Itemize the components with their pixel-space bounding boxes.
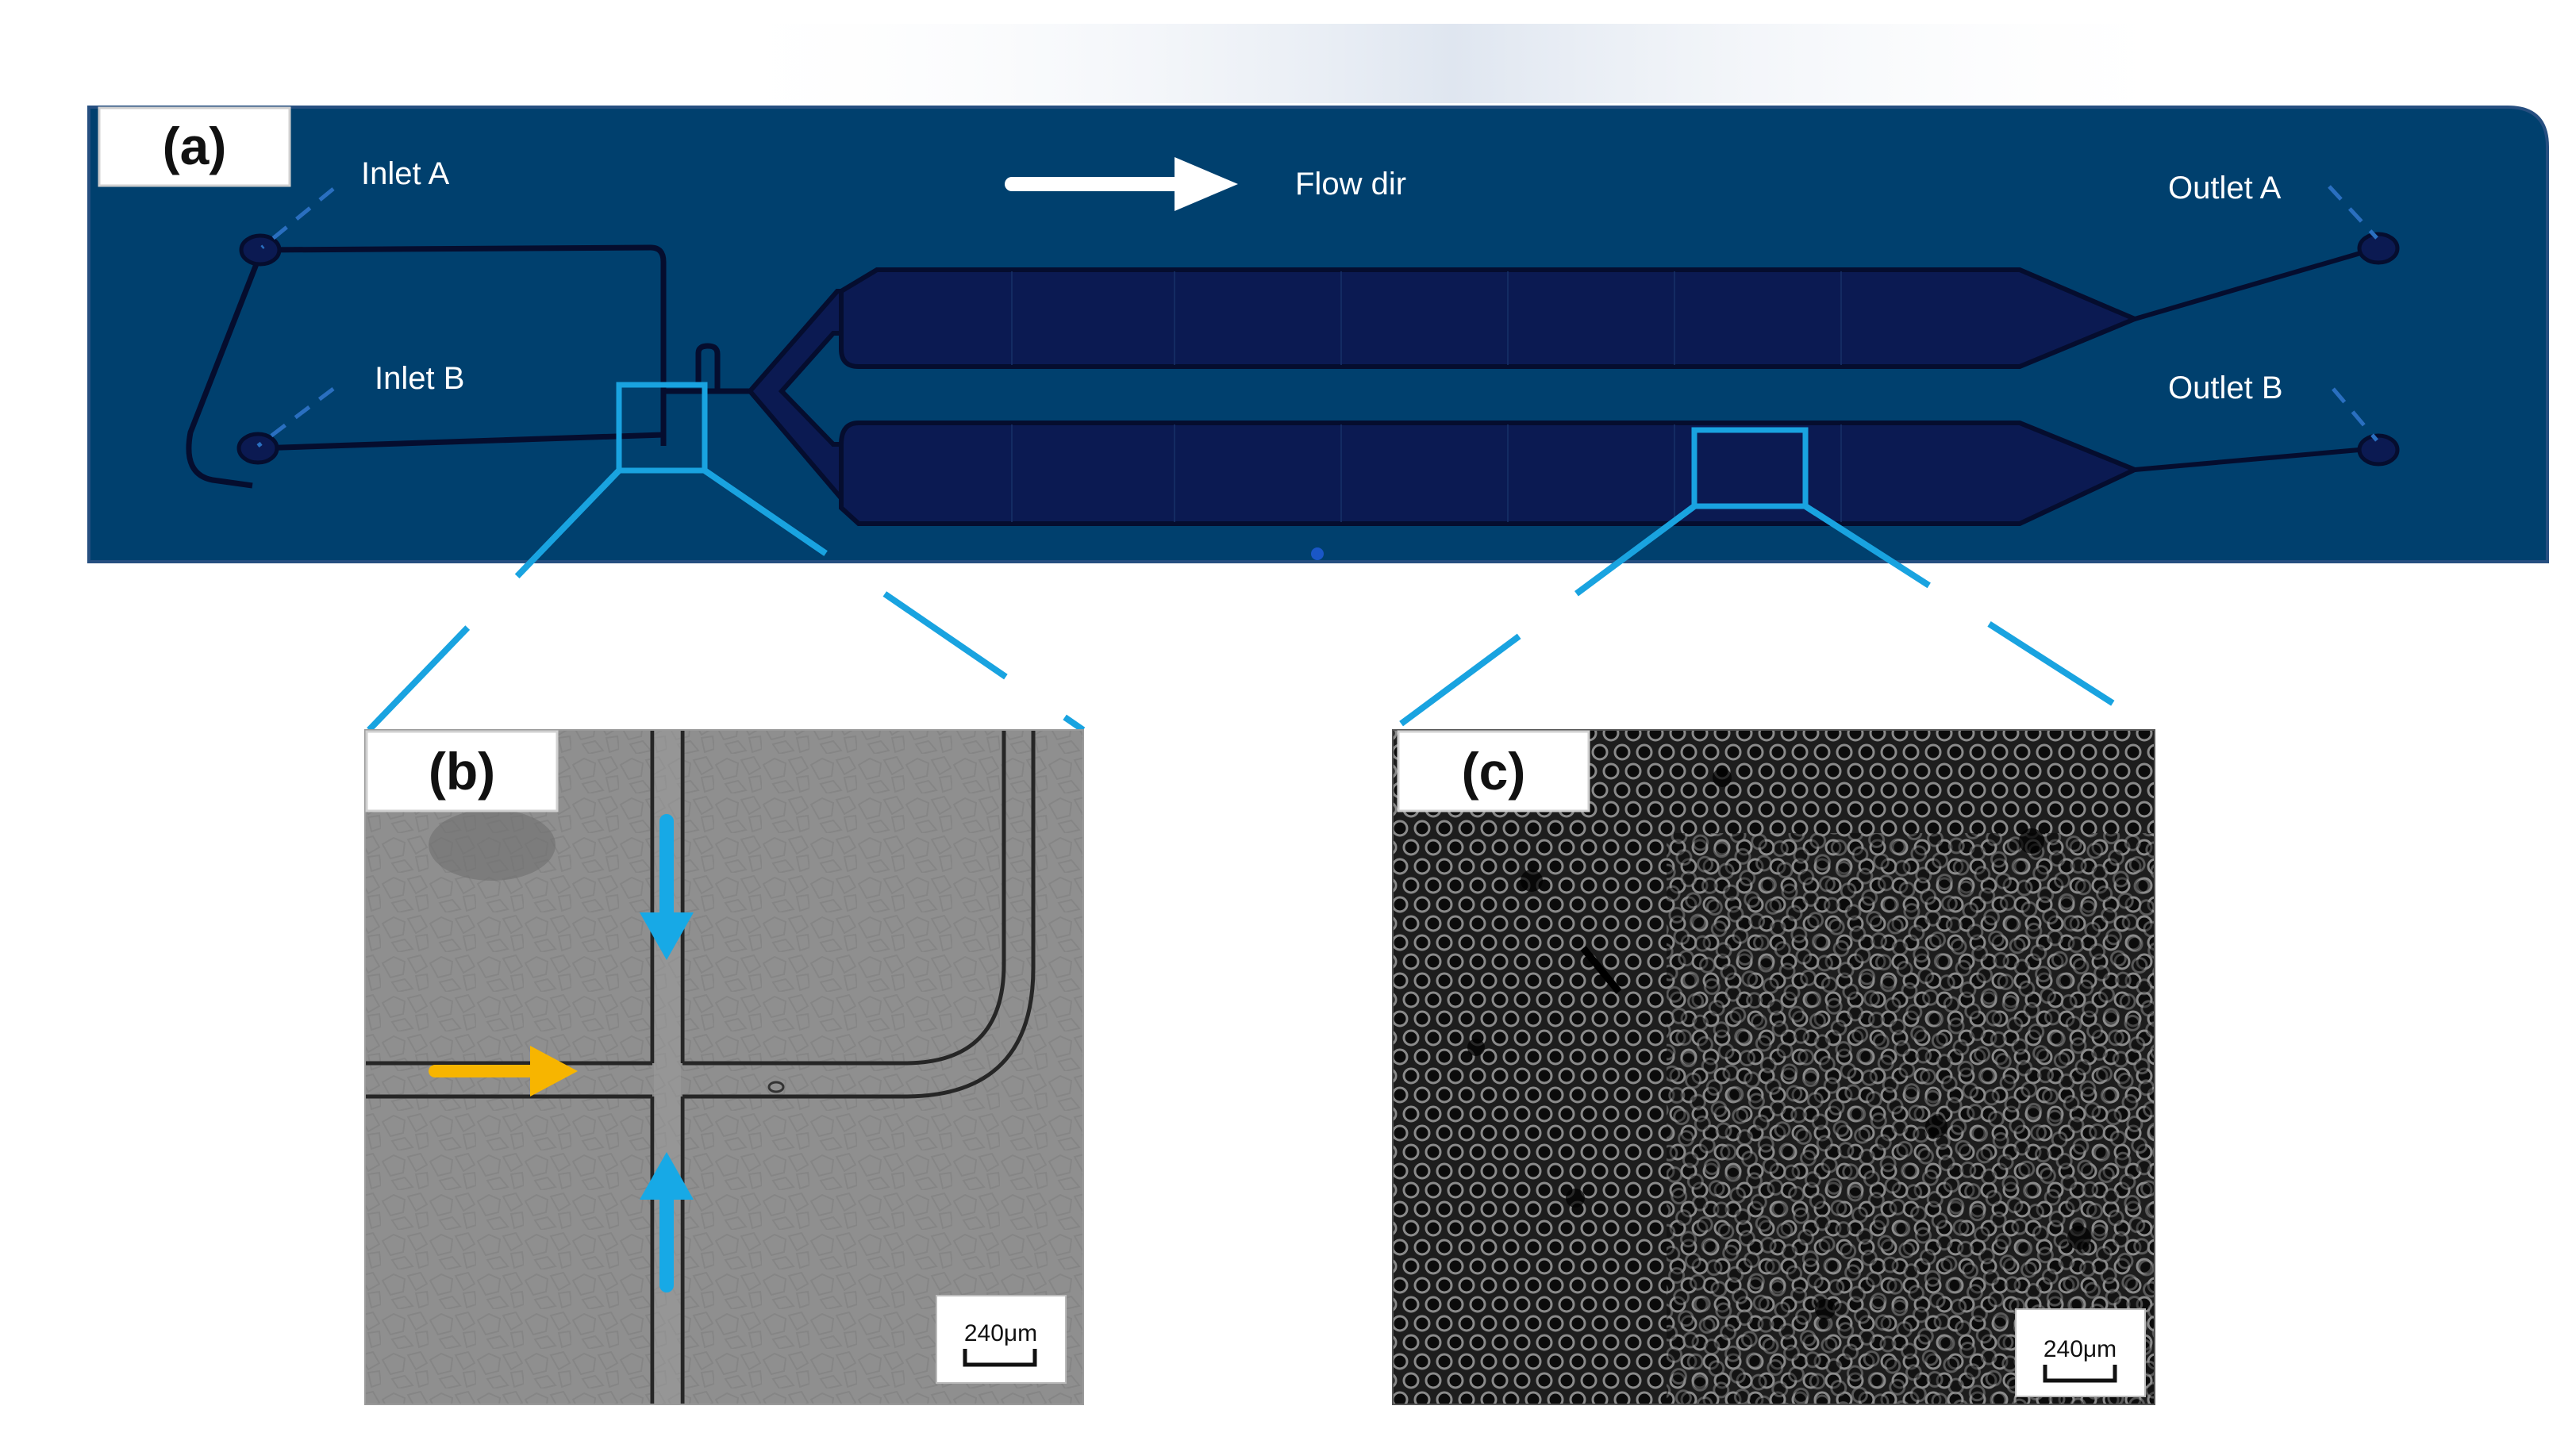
panel-b-tag-box [365, 730, 559, 812]
panel-c-frame [1392, 729, 2155, 1405]
panel-c-dark-spots [1467, 768, 2091, 1319]
panel-b-channel-walls [365, 730, 1036, 1404]
panel-c: (c) 240μm [1392, 729, 2155, 1405]
panel-c-tag: (c) [1462, 742, 1526, 801]
outlet-a-label: Outlet A [2168, 171, 2282, 205]
blue-arrow-down-icon [640, 814, 694, 960]
panel-c-streak [1580, 946, 1622, 994]
panel-b-scale-label: 240μm [964, 1320, 1037, 1346]
lower-chamber [839, 421, 2141, 526]
panel-b-tag: (b) [429, 742, 495, 801]
zoom-box-chamber [1691, 427, 1809, 509]
panel-b-scale-bar [963, 1349, 1037, 1367]
top-glow [698, 24, 2206, 103]
upper-chamber [839, 267, 2141, 369]
panel-b-frame [364, 729, 1084, 1405]
panel-a-tag: (a) [163, 117, 227, 175]
panel-c-scale-label: 240μm [2043, 1336, 2117, 1362]
flow-arrow-icon [1005, 157, 1238, 211]
orange-arrow-icon [429, 1046, 578, 1097]
zoom-connectors [367, 467, 2157, 733]
chip-dot [1311, 547, 1324, 560]
panel-c-scale-bar [2043, 1365, 2117, 1383]
panel-c-tag-box [1397, 730, 1590, 812]
chamber-segment-lines [1011, 271, 1842, 522]
panel-a-tag-box [98, 106, 291, 187]
panel-b-scale-box [936, 1295, 1067, 1384]
outlet-channels [2134, 246, 2378, 472]
panel-b: (b) 240μm [364, 729, 1084, 1405]
blue-arrow-up-icon [640, 1152, 694, 1292]
inlet-channels [186, 244, 721, 489]
panel-a: (a) Inlet A Inlet B Flow dir Outlet A Ou… [87, 106, 2549, 563]
inlet-b-label: Inlet B [375, 361, 464, 396]
zoom-box-junction [616, 382, 708, 474]
panel-b-smudge [429, 809, 556, 881]
ports [236, 232, 2400, 467]
panel-b-droplet [767, 1081, 785, 1093]
port-leader-lines [256, 185, 2378, 447]
outlet-b-port [2357, 433, 2400, 467]
outlet-b-label: Outlet B [2168, 371, 2283, 405]
flow-dir-label: Flow dir [1295, 167, 1406, 202]
inlet-a-port [239, 233, 282, 267]
outlet-a-port [2357, 232, 2400, 265]
inlet-b-port [236, 432, 279, 465]
inlet-a-label: Inlet A [361, 156, 450, 191]
